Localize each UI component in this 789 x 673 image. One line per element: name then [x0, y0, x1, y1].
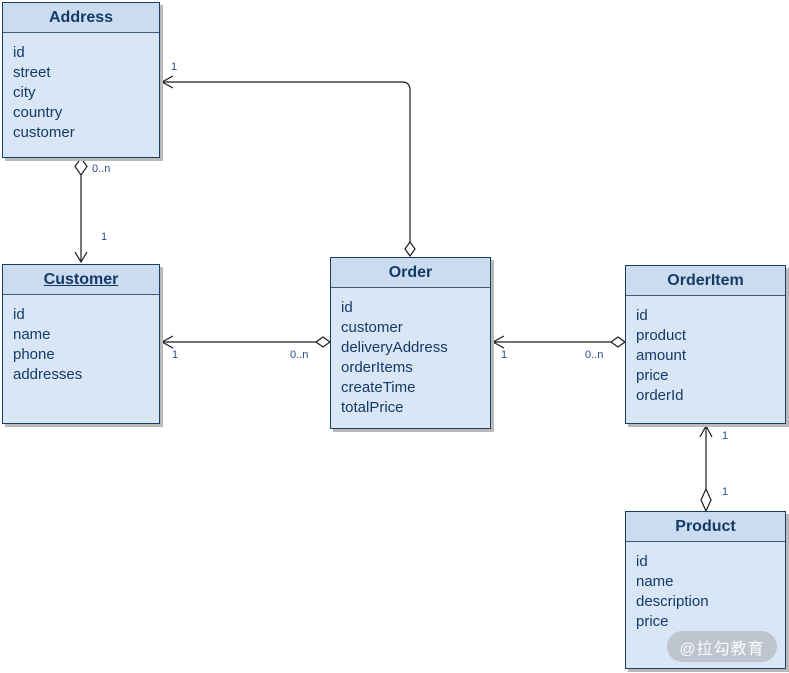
entity-orderitem-fields: id product amount price orderId: [626, 296, 785, 406]
open-arrowhead-into-customer-top: [74, 251, 88, 264]
field-row: description: [636, 593, 709, 610]
field-row: name: [13, 326, 51, 343]
field-row: id: [636, 553, 648, 570]
open-arrowhead-into-customer-right: [160, 335, 174, 349]
entity-order-header: Order: [331, 258, 490, 288]
field-row: country: [13, 104, 63, 121]
entity-order-title: Order: [388, 263, 433, 281]
entity-orderitem-header: OrderItem: [626, 266, 785, 296]
entity-product-header: Product: [626, 512, 785, 542]
field-row: price: [636, 613, 669, 630]
entity-address-header: Address: [3, 3, 159, 33]
entity-product-title: Product: [675, 517, 736, 535]
multiplicity-address-diamond: 0..n: [92, 163, 111, 175]
open-arrowhead-into-address-right: [160, 75, 174, 89]
multiplicity-customer-arrow: 1: [101, 231, 108, 243]
multiplicity-order-orderitem-arrow: 1: [501, 349, 508, 361]
aggregation-diamond-order-top: [404, 240, 416, 258]
entity-address-title: Address: [48, 8, 114, 26]
field-row: totalPrice: [341, 399, 404, 416]
entity-address-fields: id street city country customer: [3, 33, 159, 143]
field-row: customer: [341, 319, 403, 336]
aggregation-diamond-order-left: [314, 336, 332, 348]
open-arrowhead-into-order-right: [491, 335, 505, 349]
aggregation-diamond-orderitem-left: [609, 336, 627, 348]
multiplicity-order-address-arrow: 1: [171, 61, 178, 73]
watermark-badge: @拉勾教育: [667, 631, 777, 662]
field-row: city: [13, 84, 36, 101]
field-row: phone: [13, 346, 55, 363]
entity-product-fields: id name description price: [626, 542, 785, 632]
field-row: name: [636, 573, 674, 590]
field-row: id: [13, 306, 25, 323]
field-row: orderId: [636, 387, 684, 404]
field-row: product: [636, 327, 687, 344]
field-row: price: [636, 367, 669, 384]
entity-order-fields: id customer deliveryAddress orderItems c…: [331, 288, 490, 418]
aggregation-diamond-product-top: [700, 487, 712, 513]
multiplicity-customer-order-arrow: 1: [172, 349, 179, 361]
field-row: id: [13, 44, 25, 61]
field-row: customer: [13, 124, 75, 141]
entity-orderitem-title: OrderItem: [667, 271, 744, 289]
entity-customer: Customer id name phone addresses: [2, 264, 160, 424]
open-arrowhead-into-orderitem-bottom: [699, 424, 713, 438]
field-row: id: [341, 299, 353, 316]
field-row: deliveryAddress: [341, 339, 448, 356]
field-row: amount: [636, 347, 687, 364]
multiplicity-order-orderitem-diamond: 0..n: [585, 349, 604, 361]
multiplicity-orderitem-product-arrow: 1: [722, 430, 729, 442]
entity-address: Address id street city country customer: [2, 2, 160, 158]
aggregation-diamond-address: [74, 156, 88, 177]
connector-order-address: [163, 81, 411, 242]
multiplicity-orderitem-product-diamond: 1: [722, 486, 729, 498]
multiplicity-customer-order-diamond: 0..n: [290, 349, 309, 361]
entity-orderitem: OrderItem id product amount price orderI…: [625, 265, 786, 424]
entity-customer-header: Customer: [3, 265, 159, 295]
entity-customer-fields: id name phone addresses: [3, 295, 159, 385]
field-row: addresses: [13, 366, 83, 383]
field-row: street: [13, 64, 51, 81]
field-row: id: [636, 307, 648, 324]
field-row: orderItems: [341, 359, 413, 376]
entity-customer-title: Customer: [43, 270, 119, 288]
field-row: createTime: [341, 379, 416, 396]
entity-order: Order id customer deliveryAddress orderI…: [330, 257, 491, 429]
